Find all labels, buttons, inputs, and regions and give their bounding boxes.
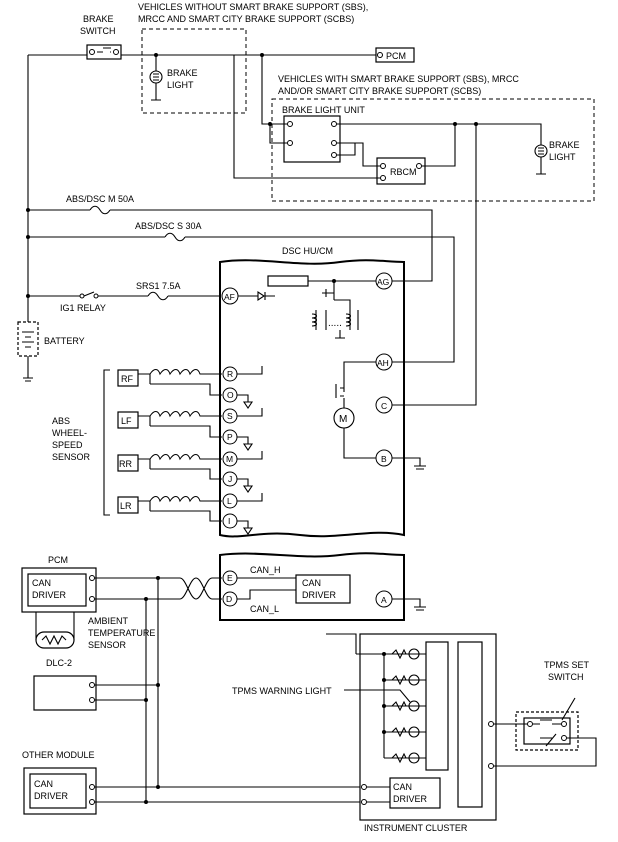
- pin-af: AF: [224, 292, 235, 302]
- srs-fuse-label: SRS1 7.5A: [136, 281, 181, 291]
- abs-label-3: SPEED: [52, 440, 83, 450]
- with-sbs-box: [271, 98, 595, 202]
- brake-switch: [86, 44, 122, 60]
- other-module-label: OTHER MODULE: [22, 750, 95, 760]
- sensor-lr-label: LR: [120, 501, 132, 511]
- other-can-driver: [29, 773, 87, 809]
- cluster-driver-label: DRIVER: [393, 794, 428, 804]
- abs-label-4: SENSOR: [52, 452, 91, 462]
- sensor-rf-label: RF: [121, 374, 133, 384]
- pin-b: B: [381, 454, 387, 464]
- sensor-lf-label: LF: [121, 416, 132, 426]
- battery: [17, 321, 39, 382]
- can-h-label: CAN_H: [250, 565, 281, 575]
- pcm-can-driver: [27, 573, 87, 607]
- instrument-cluster-label: INSTRUMENT CLUSTER: [364, 823, 468, 833]
- cluster-can-label: CAN: [393, 782, 412, 792]
- pin-i: I: [228, 516, 230, 526]
- fuse-s-label: ABS/DSC S 30A: [135, 221, 202, 231]
- brake-light-unit-label: BRAKE LIGHT UNIT: [282, 105, 365, 115]
- pcm-driver-label: DRIVER: [32, 590, 67, 600]
- dlc-label: DLC-2: [46, 658, 72, 668]
- sensor-lf: [117, 411, 139, 429]
- dsc-module: [219, 259, 405, 538]
- cluster-bar-2: [457, 641, 483, 808]
- pin-m: M: [226, 454, 233, 464]
- brake-light-b: [534, 144, 548, 175]
- brake-light-b-label-1: BRAKE: [549, 140, 580, 150]
- pin-ah: AH: [377, 358, 389, 368]
- ambient-label-3: SENSOR: [88, 640, 127, 650]
- motor-label: M: [339, 414, 347, 425]
- no-sbs-box: [141, 28, 247, 114]
- cluster-can-driver: [389, 777, 441, 809]
- tpms-set-label-2: SWITCH: [548, 672, 584, 682]
- pin-c: C: [381, 401, 387, 411]
- svg-text:.....: .....: [328, 318, 342, 329]
- with-sbs-label-1: VEHICLES WITH SMART BRAKE SUPPORT (SBS),…: [278, 74, 519, 84]
- pcm-top-box: [375, 47, 415, 63]
- tpms-set-label-1: TPMS SET: [544, 660, 590, 670]
- pin-p: P: [227, 432, 233, 442]
- dsc-can-driver: [295, 574, 351, 604]
- pin-s: S: [227, 411, 233, 421]
- sensor-rr: [117, 454, 139, 472]
- pcm-bottom-label: PCM: [48, 555, 68, 565]
- abs-label-2: WHEEL-: [52, 428, 87, 438]
- pin-ag: AG: [377, 277, 389, 287]
- other-can-label: CAN: [34, 779, 53, 789]
- pcm-top-label: PCM: [386, 51, 406, 61]
- other-driver-label: DRIVER: [34, 791, 69, 801]
- brake-switch-label-2: SWITCH: [80, 26, 116, 36]
- pin-l: L: [227, 496, 232, 506]
- pin-a: A: [381, 595, 387, 605]
- tpms-warning-label: TPMS WARNING LIGHT: [232, 686, 332, 696]
- sensor-pins: [222, 366, 238, 529]
- brake-light-a: [149, 55, 163, 101]
- pcm-can-label: CAN: [32, 578, 51, 588]
- warning-lights: [356, 648, 426, 764]
- sensor-rf: [117, 369, 139, 387]
- brake-light-a-label-1: BRAKE: [167, 68, 198, 78]
- brake-switch-label-1: BRAKE: [83, 14, 114, 24]
- ambient-label-2: TEMPERATURE: [88, 628, 155, 638]
- pin-d: D: [226, 594, 232, 604]
- dlc-box: [33, 675, 97, 711]
- battery-label: BATTERY: [44, 336, 85, 346]
- no-sbs-label-2: MRCC AND SMART CITY BRAKE SUPPORT (SCBS): [138, 14, 354, 24]
- brake-light-a-label-2: LIGHT: [167, 80, 194, 90]
- sensor-rr-label: RR: [119, 459, 132, 469]
- abs-label-1: ABS: [52, 416, 70, 426]
- can-l-label: CAN_L: [250, 604, 279, 614]
- sensor-lr: [117, 496, 139, 514]
- rbcm-label: RBCM: [390, 167, 417, 177]
- dsc-can-section: [219, 552, 405, 621]
- ig1-relay-label: IG1 RELAY: [60, 303, 106, 313]
- fuse-m-label: ABS/DSC M 50A: [66, 194, 134, 204]
- brake-light-unit: [283, 115, 341, 163]
- pin-r: R: [227, 369, 233, 379]
- cluster-bar-1: [425, 641, 449, 771]
- with-sbs-label-2: AND/OR SMART CITY BRAKE SUPPORT (SCBS): [278, 86, 481, 96]
- dsc-can-label: CAN: [302, 578, 321, 588]
- brake-light-b-label-2: LIGHT: [549, 152, 576, 162]
- no-sbs-label-1: VEHICLES WITHOUT SMART BRAKE SUPPORT (SB…: [138, 2, 368, 12]
- pin-j: J: [228, 474, 232, 484]
- pin-o: O: [227, 390, 234, 400]
- pin-e: E: [227, 573, 233, 583]
- ambient-label-1: AMBIENT: [88, 616, 129, 626]
- dsc-driver-label: DRIVER: [302, 590, 337, 600]
- dsc-label: DSC HU/CM: [282, 246, 333, 256]
